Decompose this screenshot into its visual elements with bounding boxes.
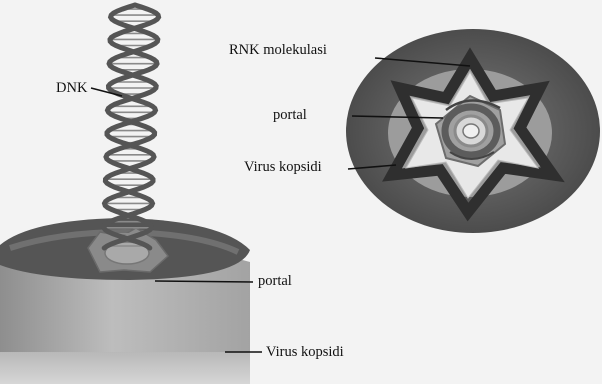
label-portal-top: portal [273,108,307,123]
dna-helix [104,5,159,248]
label-dnk: DNK [56,81,87,96]
capsid-cylinder-base [0,352,250,384]
label-rnk-molecule: RNK molekulasi [229,43,327,58]
label-capsid-top: Virus kopsidi [244,160,322,175]
label-capsid-bottom: Virus kopsidi [266,345,344,360]
capsid-disc [346,29,600,233]
leader-portal-bottom [155,281,253,282]
portal-top-hole [463,124,479,138]
label-portal-bottom: portal [258,274,292,289]
